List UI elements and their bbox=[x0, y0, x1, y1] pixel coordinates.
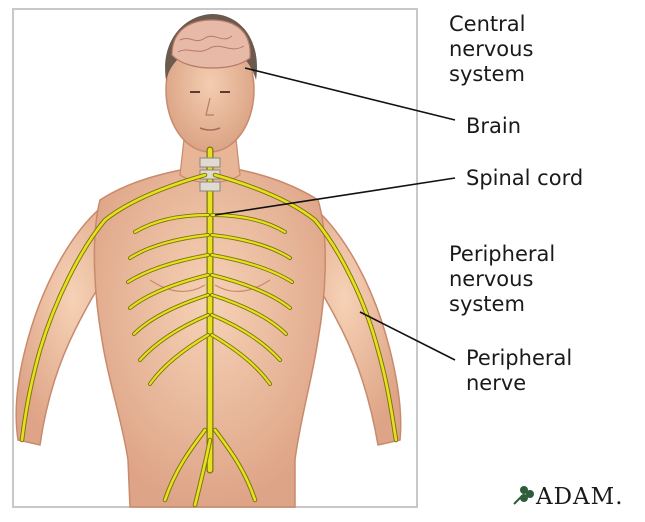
label-peripheral-nerve: Peripheral nerve bbox=[466, 346, 572, 396]
vertebra bbox=[200, 158, 220, 167]
adam-logo: ADAM. bbox=[516, 484, 624, 510]
label-central-nervous-system: Central nervous system bbox=[449, 12, 533, 87]
adam-logo-text: ADAM. bbox=[536, 484, 624, 510]
label-brain: Brain bbox=[466, 114, 521, 139]
label-spinal-cord: Spinal cord bbox=[466, 166, 583, 191]
label-peripheral-nervous-system: Peripheral nervous system bbox=[449, 242, 555, 317]
vertebra bbox=[200, 182, 220, 191]
